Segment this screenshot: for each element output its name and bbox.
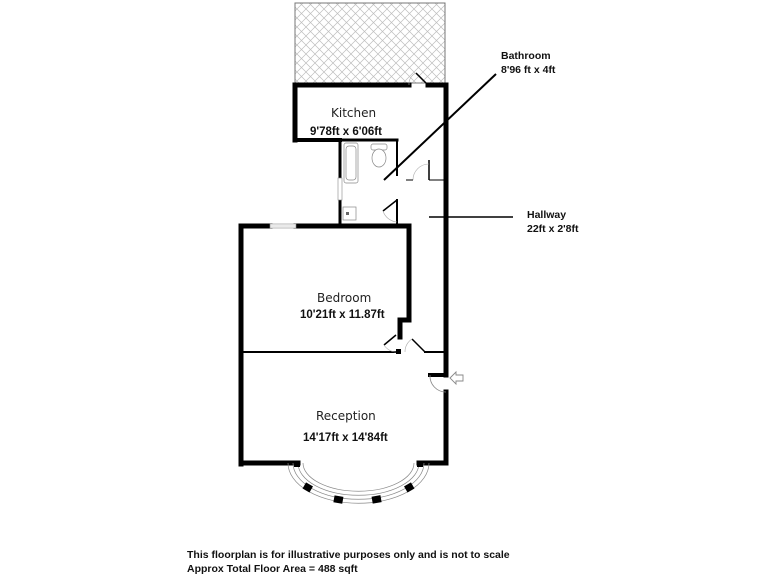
total-area-text: Approx Total Floor Area = 488 sqft xyxy=(187,563,358,575)
bay-window xyxy=(287,461,430,504)
hallway-callout-dimensions: 22ft x 2'8ft xyxy=(527,223,579,235)
sink-icon xyxy=(342,206,357,221)
bathroom-callout-dimensions: 8'96 ft x 4ft xyxy=(501,64,556,76)
bathroom-window xyxy=(337,177,343,201)
bathroom-callout-name: Bathroom xyxy=(501,50,551,62)
bedroom-name: Bedroom xyxy=(317,291,371,305)
reception-name: Reception xyxy=(316,409,376,423)
arrow-left-outline-icon xyxy=(449,370,464,386)
bath-tub xyxy=(343,142,359,184)
doors xyxy=(382,72,447,393)
bathroom-leader-line xyxy=(383,73,497,181)
hallway-callout-name: Hallway xyxy=(527,209,566,221)
wall-post xyxy=(396,349,401,354)
kitchen-name: Kitchen xyxy=(331,106,376,120)
footer: This floorplan is for illustrative purpo… xyxy=(187,548,510,576)
terrace-area xyxy=(294,2,446,84)
disclaimer-text: This floorplan is for illustrative purpo… xyxy=(187,549,510,561)
bedroom-window xyxy=(269,223,297,229)
walls xyxy=(238,82,449,467)
bedroom-dimensions: 10'21ft x 11.87ft xyxy=(300,309,385,321)
kitchen-dimensions: 9'78ft x 6'06ft xyxy=(310,126,382,138)
toilet-icon xyxy=(370,143,388,168)
reception-dimensions: 14'17ft x 14'84ft xyxy=(303,432,388,444)
